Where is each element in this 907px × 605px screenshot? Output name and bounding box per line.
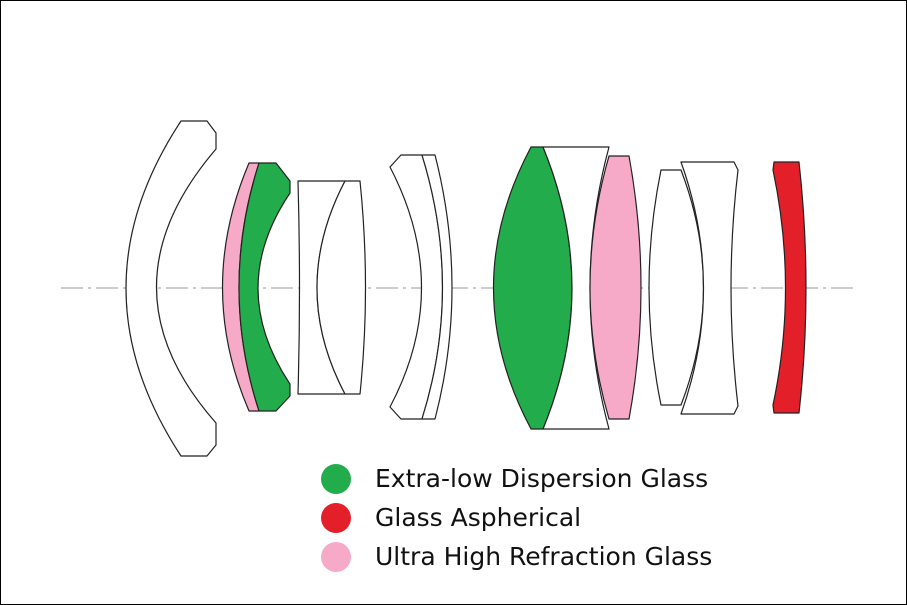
lens-element-13	[772, 161, 807, 414]
lens-element-11	[648, 169, 705, 406]
green-circle-icon	[321, 463, 351, 494]
legend: Extra-low Dispersion Glass Glass Aspheri…	[321, 459, 712, 576]
legend-item-ed: Extra-low Dispersion Glass	[321, 459, 712, 498]
legend-item-aspherical: Glass Aspherical	[321, 498, 712, 537]
lens-element-7	[421, 154, 453, 420]
lens-element-10	[589, 155, 642, 420]
lens-element-12	[680, 161, 739, 415]
legend-item-uhr: Ultra High Refraction Glass	[321, 537, 712, 576]
legend-label-aspherical: Glass Aspherical	[375, 503, 582, 532]
lens-element-5	[316, 180, 367, 395]
legend-label-uhr: Ultra High Refraction Glass	[375, 542, 713, 571]
pink-circle-icon	[321, 541, 351, 572]
lens-element-1	[125, 120, 217, 457]
legend-label-ed: Extra-low Dispersion Glass	[375, 464, 709, 493]
lens-element-3	[238, 162, 291, 412]
red-circle-icon	[321, 502, 351, 533]
